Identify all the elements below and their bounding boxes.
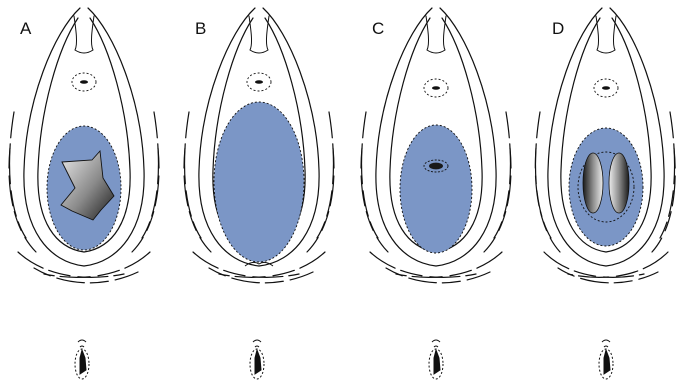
panel-a: A [9, 8, 159, 379]
urethral-meatus-icon [594, 79, 618, 97]
small-outline-icon [250, 340, 264, 379]
small-outline-icon [429, 340, 443, 379]
small-outline-icon [75, 340, 89, 379]
panel-b: B [184, 8, 334, 379]
microperforation-opening [429, 163, 443, 170]
panel-label: A [20, 19, 32, 38]
panel-label: D [552, 19, 564, 38]
hymen-membrane-icon [214, 102, 304, 266]
septate-opening-right [609, 153, 629, 213]
urethral-meatus-icon [72, 73, 96, 91]
hymen-membrane-icon [47, 126, 121, 250]
panel-label: C [372, 19, 384, 38]
hymen-membrane-icon [569, 128, 643, 246]
urethral-meatus-icon [247, 73, 271, 91]
septate-opening-left [583, 153, 603, 213]
panel-label: B [195, 19, 206, 38]
small-outline-icon [599, 340, 613, 379]
panel-c: C [361, 8, 511, 379]
hymen-membrane-icon [400, 125, 472, 253]
panel-d: D [535, 8, 675, 379]
urethral-meatus-icon [424, 79, 448, 97]
